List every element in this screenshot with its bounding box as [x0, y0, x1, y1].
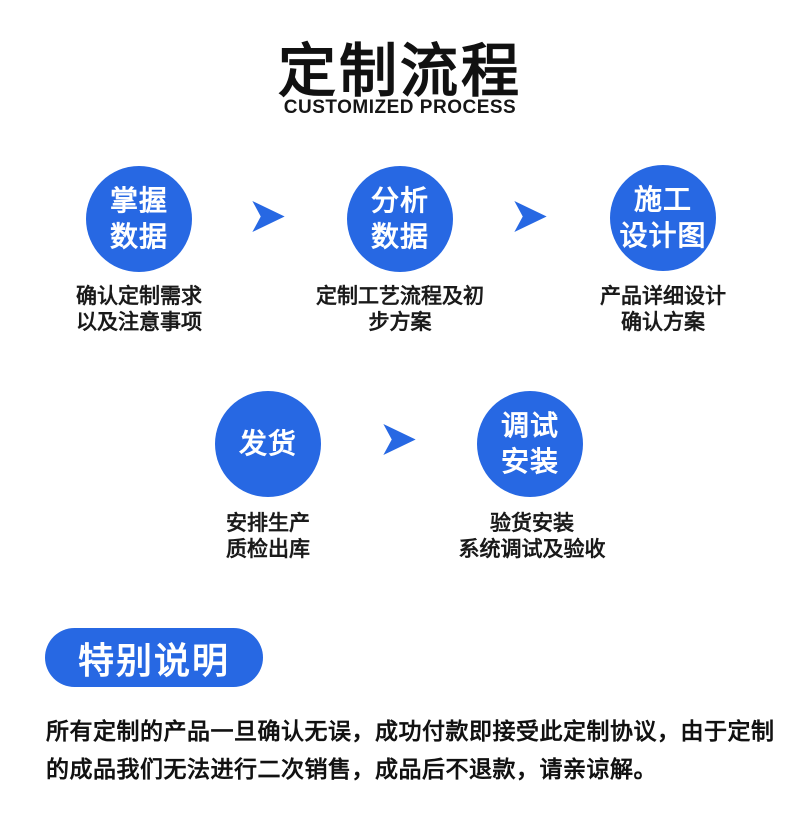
caption-line: 安排生产 [226, 512, 310, 535]
caption-line: 验货安装 [490, 512, 574, 535]
step-label-line: 数据 [109, 221, 168, 252]
notice-line: 的成品我们无法进行二次销售，成品后不退款，请亲谅解。 [46, 756, 657, 782]
step-circle-debug-install: 调试 安装 [477, 391, 583, 497]
step-label-line: 数据 [370, 221, 429, 252]
caption-line: 确认定制需求 [76, 285, 202, 308]
step-label-line: 分析 [370, 185, 429, 216]
step-caption: 安排生产 质检出库 [226, 511, 310, 563]
page-subtitle: CUSTOMIZED PROCESS [283, 97, 517, 118]
step-label-line: 掌握 [109, 185, 168, 216]
caption-line: 确认方案 [621, 311, 705, 334]
step-circle-construction-design: 施工 设计图 [610, 165, 716, 271]
step-circle-grasp-data: 掌握 数据 [86, 166, 192, 272]
caption-line: 步方案 [368, 311, 432, 334]
caption-line: 定制工艺流程及初 [316, 285, 484, 308]
special-note-badge: 特别说明 [45, 628, 263, 687]
arrow-right-icon [383, 424, 416, 455]
step-caption: 验货安装 系统调试及验收 [459, 511, 606, 563]
step-label-line: 安装 [500, 446, 559, 477]
step-caption: 定制工艺流程及初 步方案 [316, 284, 484, 336]
page-title: 定制流程 [277, 39, 522, 104]
caption-line: 系统调试及验收 [458, 538, 606, 561]
notice-line: 所有定制的产品一旦确认无误，成功付款即接受此定制协议，由于定制 [46, 718, 775, 744]
step-caption: 确认定制需求 以及注意事项 [76, 284, 202, 336]
step-circle-shipping: 发货 [215, 391, 321, 497]
step-label-line: 调试 [500, 410, 559, 441]
caption-line: 以及注意事项 [76, 311, 202, 334]
step-label-line: 设计图 [619, 220, 707, 251]
step-label-line: 发货 [238, 428, 297, 459]
arrow-right-icon [252, 201, 285, 232]
arrow-right-icon [514, 201, 547, 232]
step-caption: 产品详细设计 确认方案 [600, 284, 726, 336]
step-label-line: 施工 [633, 184, 692, 215]
caption-line: 产品详细设计 [600, 285, 726, 308]
step-circle-analyze-data: 分析 数据 [347, 166, 453, 272]
caption-line: 质检出库 [226, 538, 310, 561]
special-note-paragraph: 所有定制的产品一旦确认无误，成功付款即接受此定制协议，由于定制 的成品我们无法进… [46, 712, 791, 788]
